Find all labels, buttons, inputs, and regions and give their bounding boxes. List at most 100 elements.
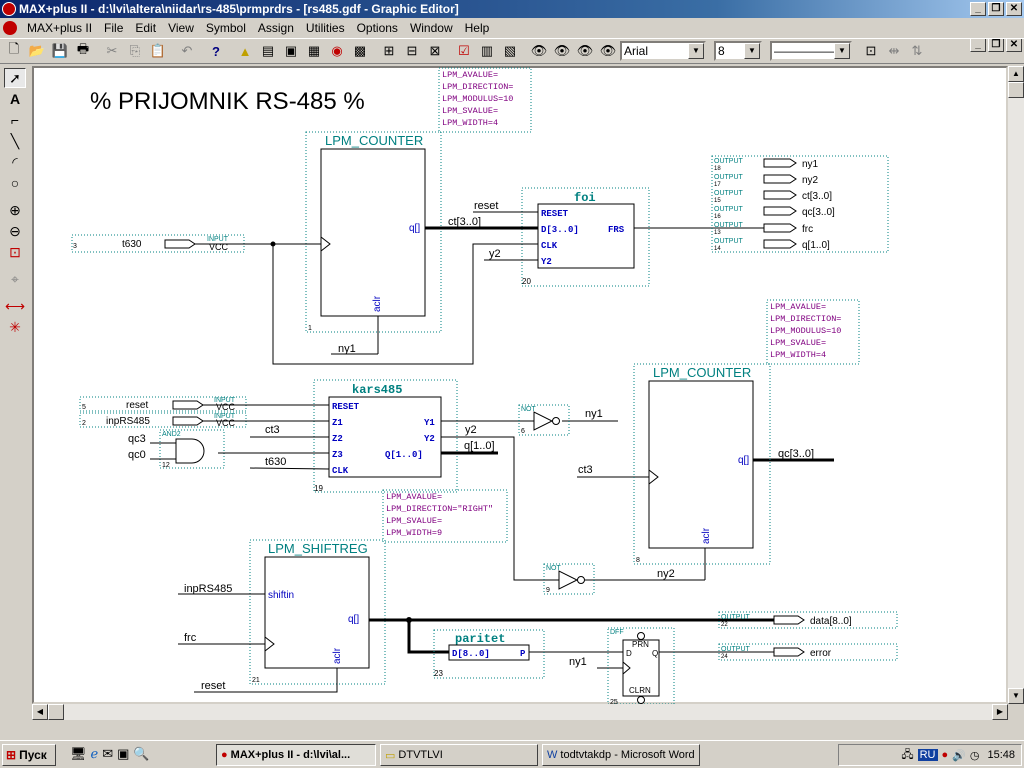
- outlook-icon[interactable]: ✉: [102, 746, 114, 761]
- programmer-icon[interactable]: ▩: [353, 43, 367, 58]
- menu-help[interactable]: Help: [464, 21, 490, 35]
- chevron-down-icon[interactable]: ▼: [688, 43, 704, 59]
- circle-tool-icon[interactable]: ○: [10, 175, 20, 191]
- outputs-top[interactable]: OUTPUT 18 ny1 OUTPUT 17 ny2 OUTPUT 15 ct…: [711, 155, 889, 253]
- find-node-c-icon[interactable]: 👁: [599, 43, 617, 58]
- input-inprs485[interactable]: 2 inpRS485 INPUT VCC: [79, 412, 247, 428]
- schematic-canvas[interactable]: % PRIJOMNIK RS-485 % LPM_AVALUE= LPM_DIR…: [32, 66, 1008, 706]
- network-icon[interactable]: 🖧: [901, 748, 914, 761]
- compile-icon[interactable]: ☑: [458, 43, 470, 58]
- scroll-down-icon[interactable]: ▼: [1008, 688, 1024, 704]
- menu-file[interactable]: File: [104, 21, 124, 35]
- chevron-down-icon[interactable]: ▼: [834, 43, 850, 59]
- save-icon[interactable]: 💾: [51, 43, 69, 58]
- timing-icon[interactable]: ◉: [331, 43, 343, 58]
- open-icon[interactable]: 📂: [28, 43, 46, 58]
- input-reset[interactable]: 5 reset INPUT VCC: [79, 396, 247, 412]
- zoom-out-icon[interactable]: ⊖: [9, 222, 21, 239]
- text-tool-icon[interactable]: A: [9, 91, 21, 107]
- lpm-shiftreg[interactable]: LPM_SHIFTREG shiftin q[] aclr 21: [249, 539, 386, 685]
- task-folder[interactable]: ▭ DTVTLVI: [380, 744, 538, 766]
- output-ny1[interactable]: OUTPUT 18 ny1: [714, 158, 819, 172]
- dff-block[interactable]: DFF PRN CLRN D Q 25: [607, 627, 675, 706]
- minimize-button[interactable]: _: [970, 2, 986, 16]
- copy-icon[interactable]: ⎘: [129, 43, 141, 58]
- menu-symbol[interactable]: Symbol: [205, 21, 246, 35]
- arrow-select-icon[interactable]: ➚: [4, 68, 26, 88]
- disconnect-lines-icon[interactable]: ✳: [9, 318, 21, 335]
- not-gate-2[interactable]: NOT 9: [543, 563, 595, 595]
- search-icon[interactable]: 🔍: [133, 746, 150, 761]
- floorplan-icon[interactable]: ▤: [261, 43, 275, 58]
- cut-icon[interactable]: ✂: [106, 43, 118, 58]
- channels-icon[interactable]: ▣: [117, 746, 130, 761]
- output-q10[interactable]: OUTPUT 14 q[1..0]: [714, 238, 830, 252]
- scroll-left-icon[interactable]: ◀: [32, 704, 48, 720]
- compiler-icon[interactable]: ▣: [284, 43, 298, 58]
- horizontal-scrollbar[interactable]: ◀ ▶: [32, 704, 1008, 720]
- scroll-up-icon[interactable]: ▲: [1008, 66, 1024, 82]
- font-name-select[interactable]: Arial ▼: [620, 41, 706, 61]
- document-icon[interactable]: [3, 21, 17, 35]
- app-icon[interactable]: [2, 2, 16, 16]
- undo-icon[interactable]: ↶: [181, 43, 193, 58]
- timing-analyze-icon[interactable]: ▧: [503, 43, 517, 58]
- output-ny2[interactable]: OUTPUT 17 ny2: [714, 174, 819, 188]
- not-gate-1[interactable]: NOT 6: [518, 404, 570, 436]
- line-style-select[interactable]: ————— ▼: [770, 41, 852, 61]
- menu-utilities[interactable]: Utilities: [305, 21, 345, 35]
- output-error[interactable]: OUTPUT 24 error: [718, 643, 898, 661]
- connect-lines-icon[interactable]: ⟷: [4, 297, 26, 314]
- show-desktop-icon[interactable]: 🖥: [70, 746, 87, 761]
- internet-explorer-icon[interactable]: ℯ: [90, 746, 99, 761]
- hierarchy-up-icon[interactable]: ▲: [238, 43, 252, 59]
- hierarchy-tree-icon[interactable]: ⊠: [429, 43, 441, 58]
- hierarchy-display-icon[interactable]: ⊞: [383, 43, 395, 58]
- find-node-icon[interactable]: 👁: [530, 43, 548, 58]
- hierarchy-project-icon[interactable]: ⊟: [406, 43, 418, 58]
- and2-gate[interactable]: AND2 12: [159, 429, 225, 469]
- symbol-align-icon[interactable]: ⊡: [865, 43, 877, 58]
- rubberbanding-icon[interactable]: ⌖: [11, 270, 19, 287]
- diagonal-line-icon[interactable]: ╲: [10, 132, 20, 149]
- scroll-right-icon[interactable]: ▶: [992, 704, 1008, 720]
- menu-assign[interactable]: Assign: [257, 21, 294, 35]
- paste-icon[interactable]: 📋: [149, 43, 167, 58]
- menu-maxplus[interactable]: MAX+plus II: [27, 21, 93, 35]
- new-icon[interactable]: 🗋: [8, 41, 20, 56]
- start-button[interactable]: ⊞ Пуск: [2, 744, 56, 766]
- print-icon[interactable]: 🖶: [76, 41, 90, 56]
- font-size-select[interactable]: 8 ▼: [714, 41, 762, 61]
- antivirus-icon[interactable]: ●: [941, 749, 949, 761]
- fit-in-window-icon[interactable]: ⊡: [9, 243, 21, 260]
- horizontal-scroll-thumb[interactable]: [48, 704, 64, 720]
- menu-window[interactable]: Window: [409, 21, 453, 35]
- task-maxplus[interactable]: ● MAX+plus II - d:\lvi\al...: [216, 744, 376, 766]
- lpm-counter-2[interactable]: LPM_COUNTER q[] aclr 8: [633, 363, 771, 565]
- arc-tool-icon[interactable]: ◜: [12, 153, 18, 170]
- find-node-a-icon[interactable]: 👁: [553, 43, 571, 58]
- foi-block[interactable]: foi RESET D[3..0] CLK Y2 FRS 20: [521, 187, 650, 287]
- task-word[interactable]: W todtvtakdp - Microsoft Word: [542, 744, 700, 766]
- menu-options[interactable]: Options: [356, 21, 398, 35]
- find-node-b-icon[interactable]: 👁: [576, 43, 594, 58]
- output-data[interactable]: OUTPUT 22 data[8..0]: [718, 611, 898, 629]
- output-ct[interactable]: OUTPUT 15 ct[3..0]: [714, 190, 832, 204]
- vertical-scrollbar[interactable]: ▲ ▼: [1008, 66, 1024, 704]
- zoom-in-icon[interactable]: ⊕: [9, 201, 21, 218]
- vertical-scroll-thumb[interactable]: [1008, 82, 1024, 98]
- flip-vertical-icon[interactable]: ⇅: [911, 43, 923, 58]
- update-icon[interactable]: ◷: [969, 749, 980, 762]
- menu-edit[interactable]: Edit: [135, 21, 157, 35]
- language-indicator[interactable]: RU: [917, 749, 938, 761]
- output-qc[interactable]: OUTPUT 16 qc[3..0]: [714, 206, 835, 220]
- paritet-block[interactable]: paritet D[8..0] P 23: [433, 629, 545, 679]
- flip-horizontal-icon[interactable]: ⇹: [888, 43, 900, 58]
- orthogonal-line-icon[interactable]: ⌐: [10, 112, 20, 128]
- simulate-icon[interactable]: ▥: [480, 43, 494, 58]
- close-button[interactable]: ✕: [1006, 2, 1022, 16]
- kars485-block[interactable]: kars485 RESET Z1 Z2 Z3 CLK Y1 Y2 Q[1..0]…: [313, 379, 458, 493]
- volume-icon[interactable]: 🔊: [952, 749, 966, 762]
- chevron-down-icon[interactable]: ▼: [744, 43, 760, 59]
- menu-view[interactable]: View: [168, 21, 194, 35]
